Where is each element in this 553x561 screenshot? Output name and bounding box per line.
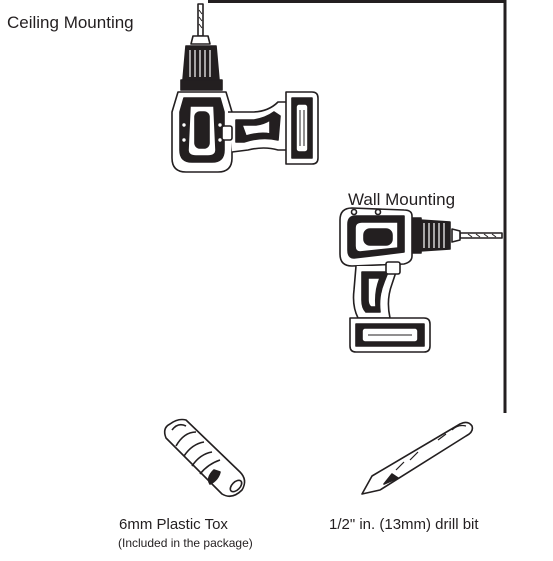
plastic-tox-note: (Included in the package) <box>118 536 253 550</box>
ceiling-mounting-label: Ceiling Mounting <box>7 13 134 32</box>
wall-mounting-label: Wall Mounting <box>348 190 456 209</box>
plastic-tox-caption: 6mm Plastic Tox <box>119 516 228 533</box>
plastic-anchor-icon <box>163 418 246 498</box>
drill-bit-icon <box>361 421 474 495</box>
drill-bit-caption: 1/2" in. (13mm) drill bit <box>329 516 479 533</box>
ceiling-drill-icon <box>171 3 319 173</box>
wall-drill-icon <box>339 207 503 353</box>
